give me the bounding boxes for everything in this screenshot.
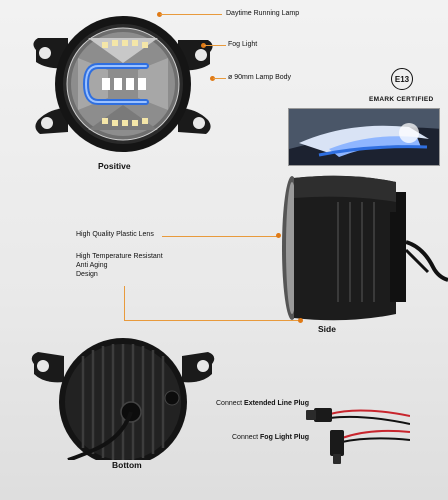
view-label-positive: Positive xyxy=(98,161,131,171)
emark-label: EMARK CERTIFIED xyxy=(369,96,434,103)
plug-extended-bold: Extended Line Plug xyxy=(244,400,309,407)
emark-logo: E13 xyxy=(391,68,413,90)
callout-dot-drl xyxy=(157,12,162,17)
callout-line-resistant-h xyxy=(124,320,300,321)
callout-fog: Fog Light xyxy=(228,41,258,48)
side-lamp-image xyxy=(282,175,448,321)
plug-extended-prefix: Connect xyxy=(216,400,245,407)
callout-resistant-line-1: High Temperature Resistant xyxy=(76,253,163,260)
callout-resistant: High Temperature Resistant Anti Aging De… xyxy=(76,252,163,279)
plug-extended-label: Connect Extended Line Plug xyxy=(216,400,309,407)
plug-fog-prefix: Connect xyxy=(232,434,261,441)
plug-fog-label: Connect Fog Light Plug xyxy=(232,434,309,441)
connector-plugs-image xyxy=(306,408,410,464)
view-label-bottom: Bottom xyxy=(112,460,142,470)
callout-line-lens xyxy=(162,236,278,237)
callout-resistant-line-3: Design xyxy=(76,271,98,278)
callout-dot-fog xyxy=(201,43,206,48)
callout-line-drl xyxy=(160,14,222,15)
callout-resistant-line-2: Anti Aging xyxy=(76,262,108,269)
callout-body: ø 90mm Lamp Body xyxy=(228,74,292,81)
callout-line-body xyxy=(213,78,226,79)
plug-fog-bold: Fog Light Plug xyxy=(260,434,310,441)
callout-lens: High Quality Plastic Lens xyxy=(76,231,154,238)
view-label-side: Side xyxy=(318,324,336,334)
bottom-lamp-image xyxy=(31,338,215,460)
callout-dot-lens xyxy=(276,233,281,238)
front-lamp-image xyxy=(33,16,213,152)
callout-drl: Daytime Running Lamp xyxy=(226,10,300,17)
callout-dot-body xyxy=(210,76,215,81)
callout-line-fog xyxy=(204,45,226,46)
callout-dot-resistant xyxy=(298,318,303,323)
lit-lamp-inset xyxy=(288,108,440,166)
callout-line-resistant-v xyxy=(124,286,125,320)
